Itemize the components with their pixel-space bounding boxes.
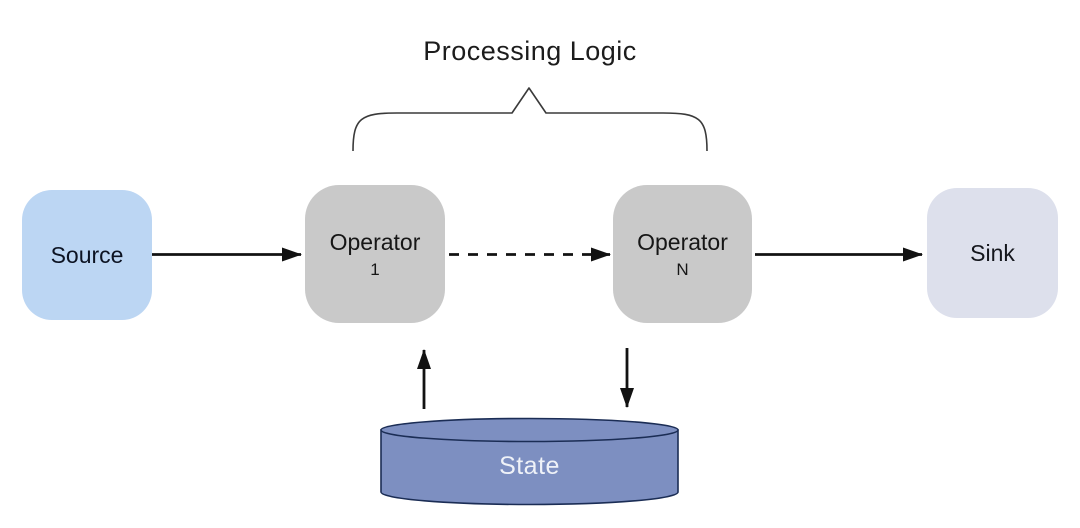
node-operator-n: Operator N: [613, 185, 752, 323]
node-operator-n-sublabel: N: [676, 259, 689, 279]
node-operator-1-sublabel: 1: [370, 259, 380, 279]
node-sink: Sink: [927, 188, 1058, 318]
node-state-cylinder: [380, 417, 679, 506]
node-source-label: Source: [50, 241, 124, 268]
cylinder-top: [380, 417, 679, 443]
node-sink-label: Sink: [970, 239, 1015, 266]
node-source: Source: [22, 190, 152, 320]
node-operator-n-label: Operator: [637, 228, 728, 255]
diagram-title: Processing Logic: [423, 36, 637, 66]
curly-brace: [352, 87, 708, 152]
node-state-label: State: [499, 452, 560, 480]
cylinder-body: [380, 429, 679, 506]
node-operator-1-label: Operator: [329, 228, 421, 255]
node-operator-1: Operator 1: [305, 185, 445, 323]
